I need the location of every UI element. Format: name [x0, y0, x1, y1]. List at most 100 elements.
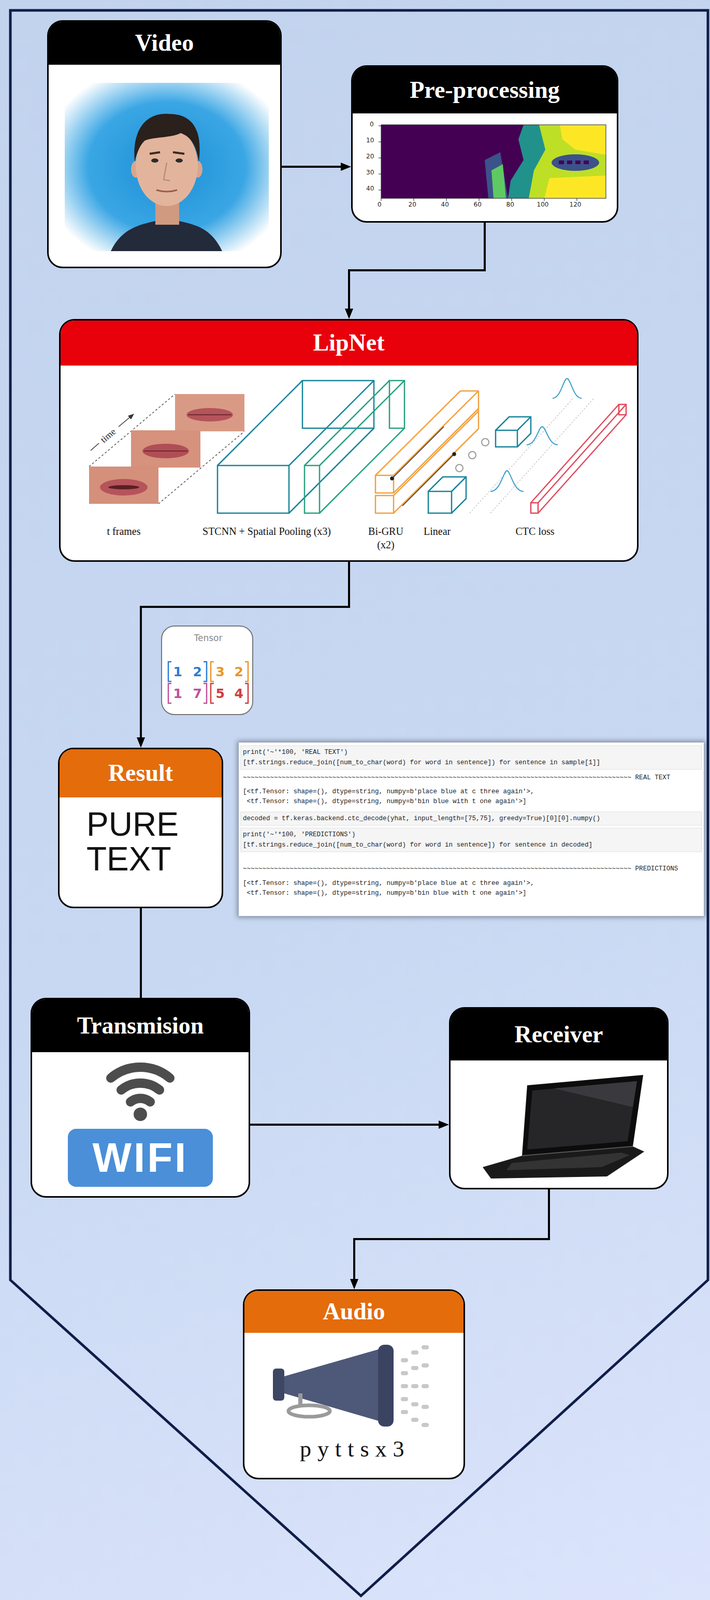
- bigru-blocks-part: [477, 390, 480, 429]
- ctc-slab-part: [530, 502, 539, 514]
- code-line: ~~~~~~~~~~~~~~~~~~~~~~~~~~~~~~~~~~~~~~~~…: [242, 773, 671, 782]
- megaphone-icon-part-part: [411, 1366, 419, 1371]
- megaphone-icon-part-part: [400, 1397, 409, 1402]
- dropout-dots-part: [468, 451, 476, 459]
- linear-blocks-part: [451, 476, 467, 492]
- ctc-curves: [469, 378, 594, 514]
- node-text: pyttsx3: [299, 1437, 411, 1462]
- flow-arrow: [136, 561, 350, 748]
- gru-arrows-part: [390, 476, 394, 481]
- lip-heatmap-part: [567, 160, 573, 165]
- code-cells-part: [240, 812, 702, 826]
- code-line: [<tf.Tensor: shape=(), dtype=string, num…: [242, 879, 535, 888]
- code-line: <tf.Tensor: shape=(), dtype=string, nump…: [247, 889, 527, 898]
- lip-heatmap-part: [544, 175, 606, 199]
- lip-heatmap-part: [381, 124, 606, 199]
- lip-heatmap-part-part: [378, 174, 382, 175]
- stcnn-blocks-part-part: [304, 465, 320, 514]
- portrait-photo-part: [110, 221, 223, 252]
- linear-blocks: [428, 416, 531, 514]
- tensor-brackets-part-part: [244, 683, 249, 704]
- wifi-icon-part-part: [130, 1098, 151, 1103]
- node-header: LipNet: [60, 320, 637, 366]
- flow-arrow: [281, 162, 352, 171]
- megaphone-icon-part-part: [400, 1358, 409, 1363]
- megaphone-icon-part-part: [411, 1384, 419, 1389]
- stcnn-blocks-part-part: [304, 380, 390, 466]
- gru-arrows-part: [452, 452, 456, 456]
- stcnn-blocks-part-part: [319, 428, 405, 514]
- node-text: STCNN + Spatial Pooling (x3): [201, 524, 332, 539]
- code-cells-part: [240, 828, 702, 852]
- dropout-dots: [455, 438, 489, 472]
- tensor-brackets-part-part: [210, 683, 214, 704]
- ctc-slab-part: [538, 414, 627, 514]
- stcnn-blocks-part-part: [319, 380, 405, 466]
- lip-heatmap-part: [558, 160, 564, 165]
- stcnn-blocks-part: [304, 380, 405, 514]
- flow-arrow: [344, 222, 485, 320]
- code-screenshot: [238, 742, 704, 917]
- bigru-blocks: [375, 390, 479, 514]
- process-box: Video: [47, 20, 282, 269]
- bigru-blocks-part: [375, 475, 394, 494]
- arrowhead: [438, 1120, 449, 1129]
- node-title: Receiver: [514, 1021, 603, 1049]
- portrait-photo-part: [156, 190, 178, 192]
- lip-heatmap-part-part: [479, 198, 480, 201]
- lip-heatmap-part: [528, 124, 606, 199]
- process-box: ResultPURE TEXT: [58, 747, 224, 909]
- arrowhead: [136, 737, 146, 748]
- megaphone-icon-part-part: [400, 1371, 409, 1376]
- tensor-digit: 5: [215, 687, 225, 701]
- ctc-curves-part: [469, 398, 574, 514]
- lip-heatmap-part: [559, 124, 606, 155]
- gru-arrows: [390, 426, 456, 506]
- stcnn-blocks: [217, 380, 405, 514]
- tensor-digit: 2: [193, 665, 202, 679]
- wifi-icon-part: [110, 1067, 170, 1103]
- lip-frames-part: [142, 443, 190, 459]
- node-header: Audio: [244, 1291, 464, 1333]
- linear-blocks-part: [428, 476, 467, 514]
- megaphone-icon-part-part: [411, 1402, 419, 1407]
- lip-heatmap-part-part: [378, 157, 382, 159]
- wifi-icon-part-part: [110, 1067, 170, 1079]
- tensor-digit: 1: [173, 687, 183, 701]
- lip-heatmap-part: [583, 160, 589, 165]
- lip-frames-part: [186, 408, 234, 422]
- flow-arrow: [350, 1189, 549, 1290]
- node-header: Pre-processing: [352, 66, 617, 114]
- node-title: Transmision: [77, 1012, 205, 1040]
- process-box: Pre-processing: [351, 65, 619, 223]
- code-line: decoded = tf.keras.backend.ctc_decode(yh…: [242, 814, 601, 823]
- connector-line: [281, 165, 343, 168]
- lip-heatmap-part: [491, 164, 506, 199]
- lip-frames-part: [108, 485, 140, 490]
- node-text: CTC loss: [515, 524, 555, 539]
- portrait-photo-part: [149, 152, 161, 154]
- lip-heatmap-part-part: [544, 198, 545, 201]
- portrait-photo-part: [172, 152, 185, 154]
- megaphone-icon-part-part: [421, 1423, 429, 1428]
- megaphone-icon-part-part: [411, 1350, 419, 1355]
- bigru-blocks-part: [375, 495, 394, 514]
- bigru-blocks-part: [393, 428, 479, 514]
- node-title: Result: [108, 760, 173, 787]
- arrowhead: [350, 1279, 359, 1290]
- lip-heatmap-part: [551, 154, 600, 171]
- lip-frames: [89, 394, 245, 504]
- megaphone-icon-part-part: [400, 1384, 409, 1389]
- node-text: Bi-GRU (x2): [365, 524, 407, 552]
- arrowhead: [344, 308, 354, 320]
- tensor-digit: 7: [193, 687, 202, 701]
- portrait-photo-part: [151, 158, 159, 163]
- flow-arrow: [250, 1120, 449, 1129]
- wifi-icon-part: [67, 1128, 213, 1187]
- lip-heatmap-part: [508, 124, 606, 199]
- megaphone-icon-part: [378, 1344, 394, 1427]
- stcnn-blocks-part-part: [217, 465, 289, 514]
- code-cells-part: [240, 745, 702, 770]
- lip-heatmap-part-part: [378, 141, 382, 143]
